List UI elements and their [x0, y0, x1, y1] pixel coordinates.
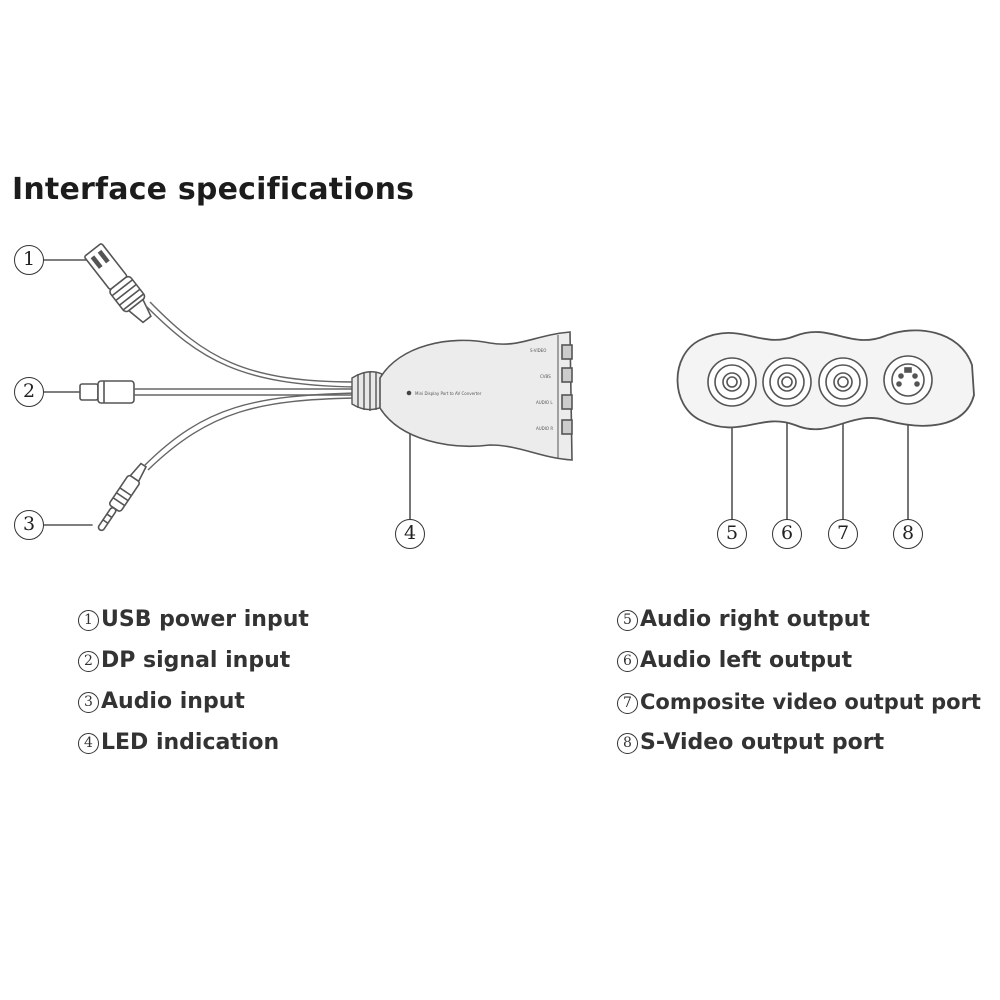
legend-label: LED indication	[101, 730, 280, 755]
legend-number: 2	[78, 651, 99, 672]
legend-number: 7	[617, 693, 638, 714]
legend-number: 6	[617, 651, 638, 672]
legend-label: DP signal input	[101, 648, 291, 673]
rca-jack-audio-right-icon	[707, 357, 757, 407]
legend-number: 3	[78, 692, 99, 713]
callout-4: 4	[395, 519, 425, 549]
legend-label: Audio input	[101, 689, 245, 714]
legend-label: Audio right output	[640, 607, 870, 632]
converter-body-labels: S-VIDEO CVBS AUDIO L AUDIO R Mini Displa…	[415, 348, 553, 431]
port-label-s-video: S-VIDEO	[530, 348, 546, 353]
legend-number: 4	[78, 733, 99, 754]
legend-number: 5	[617, 610, 638, 631]
legend-number: 1	[78, 610, 99, 631]
legend-number: 8	[617, 733, 638, 754]
callout-7: 7	[828, 519, 858, 549]
usb-plug-icon	[84, 243, 152, 324]
cable-bundle	[134, 301, 356, 471]
callout-6: 6	[772, 519, 802, 549]
legend-label: Composite video output port	[640, 690, 981, 714]
callout-2: 2	[14, 377, 44, 407]
page-title: Interface specifications	[12, 172, 415, 207]
s-video-port-icon	[883, 355, 933, 405]
port-label-cvbs: CVBS	[540, 374, 551, 379]
rca-jack-composite-video-icon	[818, 357, 868, 407]
port-label-audio-l: AUDIO L	[536, 400, 553, 405]
rca-jack-audio-left-icon	[762, 357, 812, 407]
strain-relief	[351, 371, 385, 411]
legend-label: USB power input	[101, 607, 309, 632]
callout-8: 8	[893, 519, 923, 549]
audio-jack-icon	[97, 462, 148, 532]
mini-dp-connector-icon	[79, 380, 135, 404]
converter-body	[379, 331, 573, 461]
led-icon	[406, 390, 412, 396]
legend-label: S-Video output port	[640, 730, 885, 755]
port-label-audio-r: AUDIO R	[536, 426, 553, 431]
converter-body-label: Mini Display Port to AV Converter	[415, 391, 482, 396]
callout-3: 3	[14, 510, 44, 540]
legend-label: Audio left output	[640, 648, 853, 673]
callout-1: 1	[14, 245, 44, 275]
callout-5: 5	[717, 519, 747, 549]
